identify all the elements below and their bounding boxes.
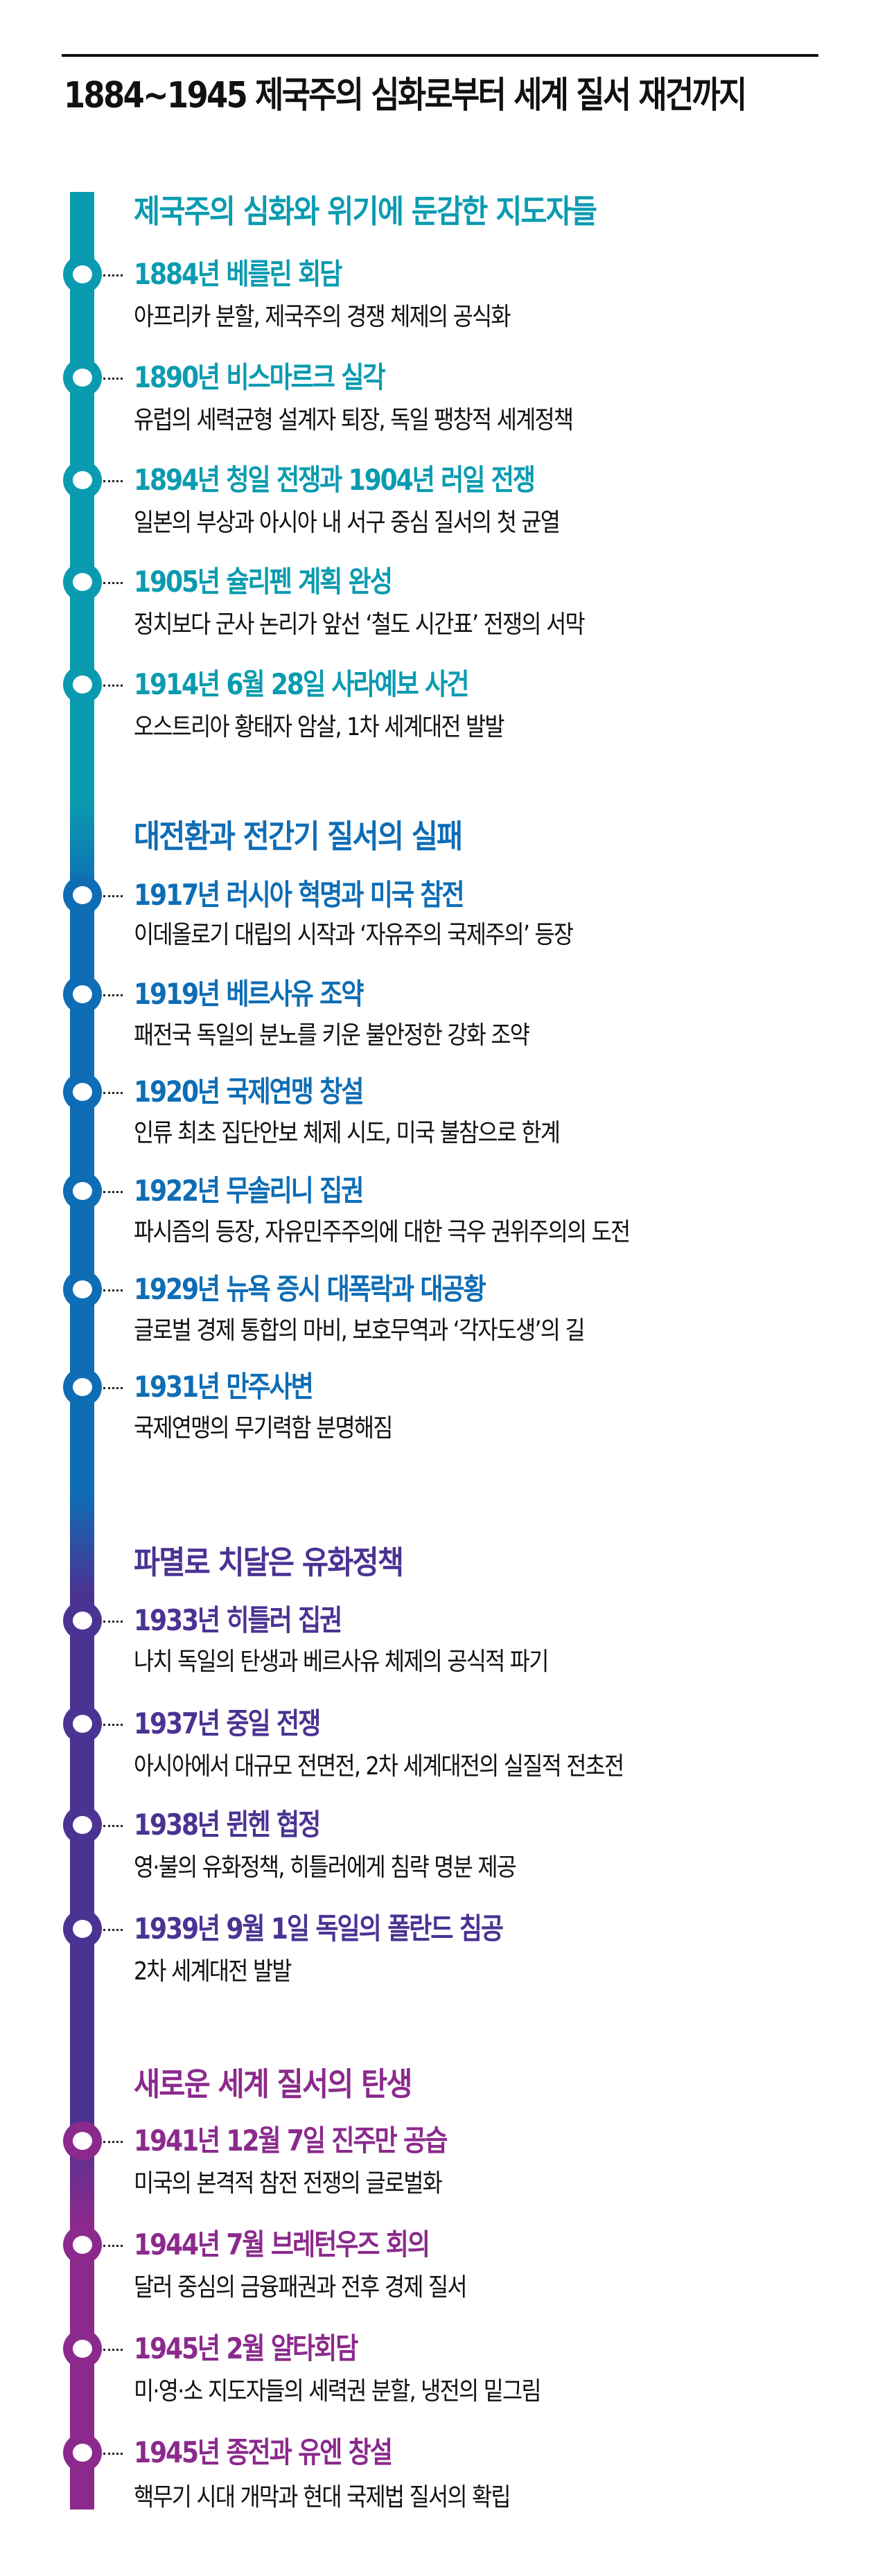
timeline-node-icon xyxy=(63,358,102,397)
timeline-bar xyxy=(70,192,94,2509)
event-description: 영·불의 유화정책, 히틀러에게 침략 명분 제공 xyxy=(134,1853,517,1882)
timeline-node-icon xyxy=(63,1172,102,1210)
event-title: 1884년 베를린 회담 xyxy=(134,257,342,291)
event-title: 1939년 9월 1일 독일의 폴란드 침공 xyxy=(134,1912,504,1946)
page-title: 1884~1945 제국주의 심화로부터 세계 질서 재건까지 xyxy=(64,75,747,116)
event-description: 달러 중심의 금융패권과 전후 경제 질서 xyxy=(134,2273,467,2302)
event-title: 1933년 히틀러 집권 xyxy=(134,1603,342,1637)
event-title: 1917년 러시아 혁명과 미국 참전 xyxy=(134,878,465,912)
timeline-node-icon xyxy=(63,2225,102,2264)
timeline-node-icon xyxy=(63,1368,102,1406)
timeline-node-icon xyxy=(63,255,102,294)
event-description: 파시즘의 등장, 자유민주주의에 대한 극우 권위주의의 도전 xyxy=(134,1218,631,1246)
event-description: 핵무기 시대 개막과 현대 국제법 질서의 확립 xyxy=(134,2483,511,2512)
dotted-connector xyxy=(103,2453,123,2455)
timeline-node-icon xyxy=(63,2433,102,2472)
timeline-node-icon xyxy=(63,1601,102,1640)
timeline-node-icon xyxy=(63,1270,102,1309)
event-description: 정치보다 군사 논리가 앞선 ‘철도 시간표’ 전쟁의 서막 xyxy=(134,610,586,639)
event-description: 일본의 부상과 아시아 내 서구 중심 질서의 첫 균열 xyxy=(134,509,561,537)
dotted-connector xyxy=(103,1289,123,1291)
timeline-node-icon xyxy=(63,563,102,601)
dotted-connector xyxy=(103,1092,123,1094)
dotted-connector xyxy=(103,895,123,897)
timeline-node-icon xyxy=(63,461,102,500)
dotted-connector xyxy=(103,2349,123,2351)
top-rule xyxy=(62,54,818,57)
event-title: 1905년 슐리펜 계획 완성 xyxy=(134,565,393,599)
dotted-connector xyxy=(103,2141,123,2143)
dotted-connector xyxy=(103,994,123,996)
timeline-node-icon xyxy=(63,2329,102,2368)
dotted-connector xyxy=(103,1724,123,1726)
dotted-connector xyxy=(103,1621,123,1623)
event-title: 1890년 비스마르크 실각 xyxy=(134,360,386,394)
event-title: 1929년 뉴욕 증시 대폭락과 대공황 xyxy=(134,1272,486,1306)
event-description: 미국의 본격적 참전 전쟁의 글로벌화 xyxy=(134,2169,443,2198)
event-description: 2차 세계대전 발발 xyxy=(134,1957,292,1986)
timeline-node-icon xyxy=(63,665,102,704)
dotted-connector xyxy=(103,1825,123,1827)
timeline-node-icon xyxy=(63,2121,102,2160)
event-description: 인류 최초 집단안보 체제 시도, 미국 불참으로 한계 xyxy=(134,1119,561,1147)
timeline-node-icon xyxy=(63,1073,102,1111)
dotted-connector xyxy=(103,1929,123,1931)
event-title: 1944년 7월 브레턴우즈 회의 xyxy=(134,2227,430,2261)
event-title: 1922년 무솔리니 집권 xyxy=(134,1174,364,1208)
event-title: 1945년 종전과 유엔 창설 xyxy=(134,2435,393,2469)
section-heading-interwar: 대전환과 전간기 질서의 실패 xyxy=(134,818,463,855)
event-title: 1945년 2월 얄타회담 xyxy=(134,2331,358,2365)
event-title: 1914년 6월 28일 사라예보 사건 xyxy=(134,667,469,701)
dotted-connector xyxy=(103,378,123,380)
event-title: 1919년 베르사유 조약 xyxy=(134,977,364,1011)
section-heading-new-order: 새로운 세계 질서의 탄생 xyxy=(134,2065,413,2103)
event-description: 오스트리아 황태자 암살, 1차 세계대전 발발 xyxy=(134,713,505,741)
dotted-connector xyxy=(103,274,123,276)
timeline-node-icon xyxy=(63,1909,102,1948)
section-heading-appeasement: 파멸로 치달은 유화정책 xyxy=(134,1544,404,1581)
event-description: 나치 독일의 탄생과 베르사유 체제의 공식적 파기 xyxy=(134,1648,549,1676)
event-description: 아프리카 분할, 제국주의 경쟁 체제의 공식화 xyxy=(134,303,511,331)
timeline-node-icon xyxy=(63,1806,102,1844)
event-description: 아시아에서 대규모 전면전, 2차 세계대전의 실질적 전초전 xyxy=(134,1752,624,1781)
event-description: 패전국 독일의 분노를 키운 불안정한 강화 조약 xyxy=(134,1021,530,1050)
section-heading-imperialism: 제국주의 심화와 위기에 둔감한 지도자들 xyxy=(134,193,597,230)
event-title: 1920년 국제연맹 창설 xyxy=(134,1075,364,1109)
event-description: 글로벌 경제 통합의 마비, 보호무역과 ‘각자도생’의 길 xyxy=(134,1316,586,1345)
dotted-connector xyxy=(103,685,123,687)
event-description: 이데올로기 대립의 시작과 ‘자유주의 국제주의’ 등장 xyxy=(134,921,574,949)
timeline-node-icon xyxy=(63,1704,102,1743)
event-title: 1938년 뮌헨 협정 xyxy=(134,1808,321,1842)
event-title: 1931년 만주사변 xyxy=(134,1370,314,1404)
dotted-connector xyxy=(103,1387,123,1389)
event-description: 미·영·소 지도자들의 세력권 분할, 냉전의 밑그림 xyxy=(134,2377,542,2406)
event-description: 국제연맹의 무기력함 분명해짐 xyxy=(134,1414,393,1443)
dotted-connector xyxy=(103,2245,123,2247)
dotted-connector xyxy=(103,582,123,584)
dotted-connector xyxy=(103,480,123,482)
dotted-connector xyxy=(103,1191,123,1193)
event-description: 유럽의 세력균형 설계자 퇴장, 독일 팽창적 세계정책 xyxy=(134,406,574,434)
timeline-node-icon xyxy=(63,975,102,1014)
event-title: 1941년 12월 7일 진주만 공습 xyxy=(134,2124,448,2158)
event-title: 1937년 중일 전쟁 xyxy=(134,1706,321,1740)
event-title: 1894년 청일 전쟁과 1904년 러일 전쟁 xyxy=(134,463,536,497)
timeline-node-icon xyxy=(63,876,102,915)
